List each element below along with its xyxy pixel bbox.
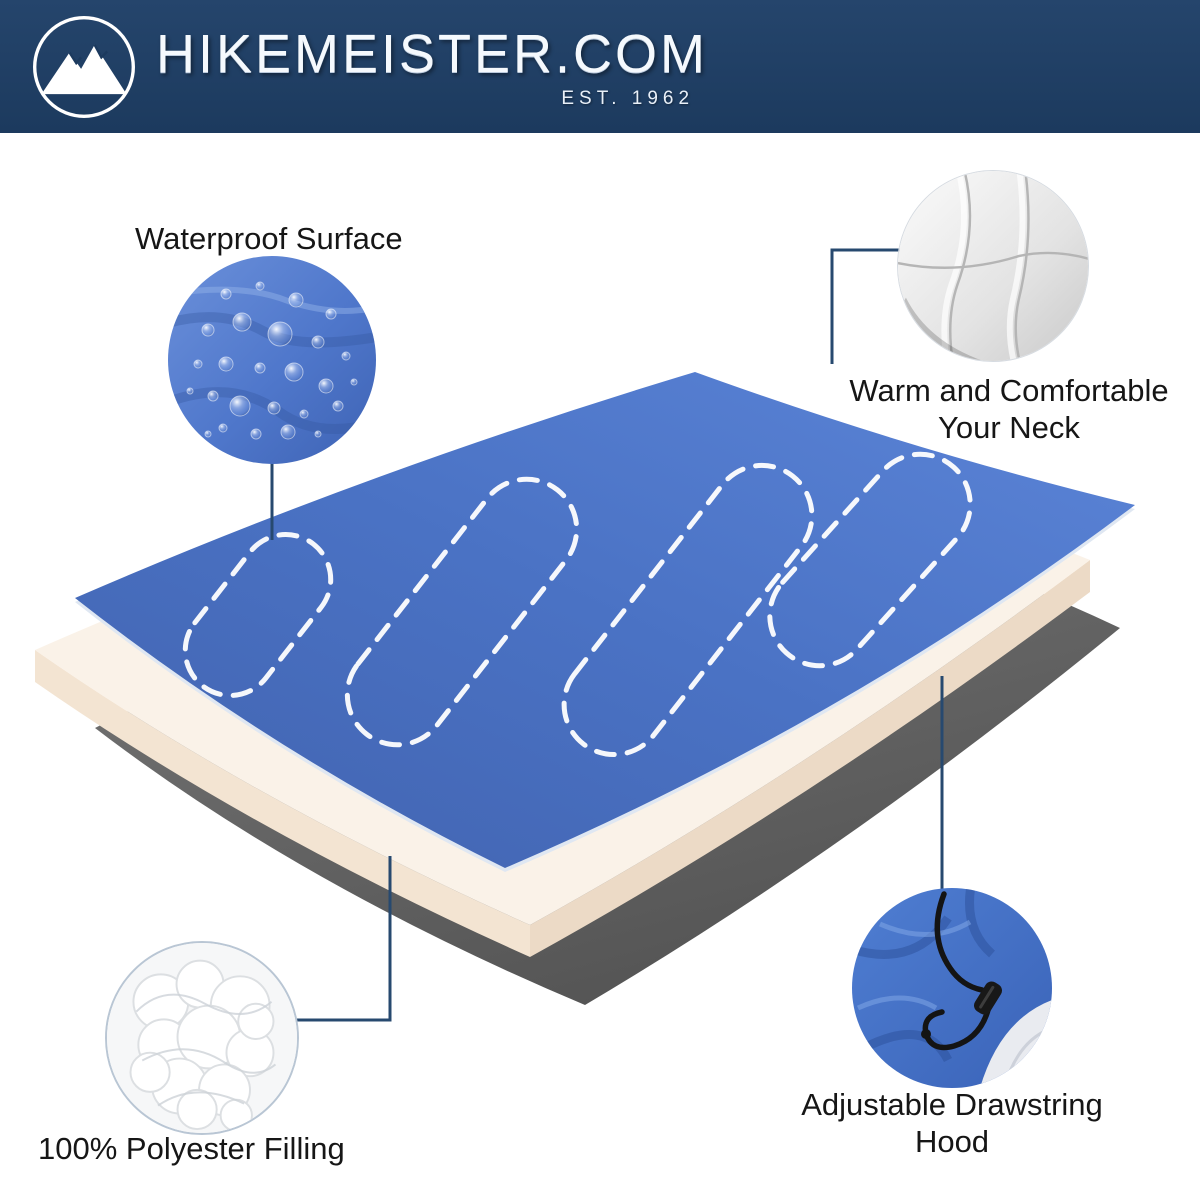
quilted-fabric-image (898, 171, 1088, 361)
drawstring-hood-image (852, 888, 1052, 1088)
hood-label-line2: Hood (914, 1124, 990, 1159)
mountain-logo-icon (33, 15, 135, 118)
hood-label: Adjustable Drawstring Hood (772, 1086, 1132, 1160)
neck-label: Warm and Comfortable Your Neck (820, 372, 1198, 446)
stitching-pattern (182, 451, 973, 758)
brand-title: HIKEMEISTER.COM (156, 24, 709, 84)
bag-top-layer (75, 372, 1135, 872)
hood-label-line1: Adjustable Drawstring (801, 1087, 1103, 1122)
waterproof-label: Waterproof Surface (135, 221, 403, 256)
header-banner: HIKEMEISTER.COM EST. 1962 (0, 0, 1200, 133)
connector-neck (830, 248, 902, 364)
waterproof-detail-inset (168, 256, 376, 464)
drawstring-cord (922, 891, 991, 1051)
filling-label: 100% Polyester Filling (38, 1131, 345, 1166)
water-droplets (186, 281, 358, 440)
established-text: EST. 1962 (561, 88, 695, 109)
brand-block: HIKEMEISTER.COM EST. 1962 (156, 23, 708, 110)
connector-filling (297, 856, 392, 1022)
polyester-filling-image (107, 943, 297, 1133)
polyester-filling-detail-inset (105, 941, 299, 1135)
neck-comfort-detail-inset (897, 170, 1089, 362)
neck-label-line1: Warm and Comfortable (849, 373, 1169, 408)
cord-toggle (974, 981, 1002, 1015)
connector-lines (270, 248, 944, 1022)
waterproof-fabric-image (168, 256, 376, 464)
neck-label-line2: Your Neck (938, 410, 1080, 445)
drawstring-hood-detail-inset (852, 888, 1052, 1088)
